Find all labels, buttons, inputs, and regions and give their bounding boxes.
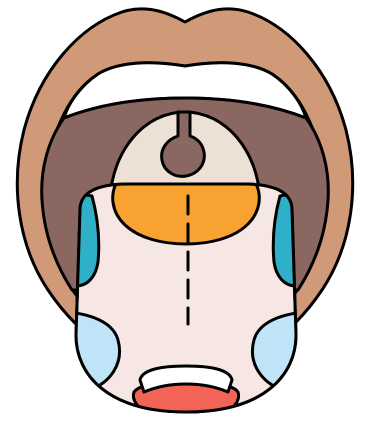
mouth-illustration — [0, 0, 371, 423]
mouth-diagram — [0, 0, 371, 423]
